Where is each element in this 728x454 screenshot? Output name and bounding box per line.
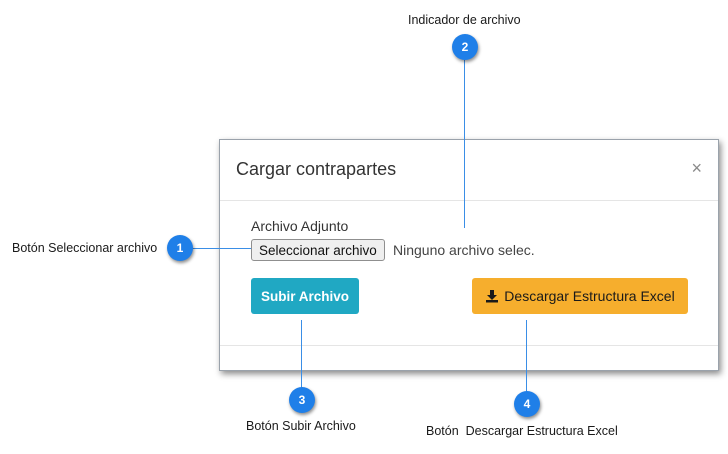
- header-divider: [220, 200, 718, 201]
- annotation-line-3: [301, 320, 302, 388]
- attachment-label: Archivo Adjunto: [251, 218, 349, 234]
- modal-title: Cargar contrapartes: [236, 159, 397, 179]
- annotation-line-1: [192, 248, 251, 249]
- annotation-badge-3: 3: [289, 387, 315, 413]
- annotation-badge-1: 1: [167, 235, 193, 261]
- annotation-label-2: Indicador de archivo: [408, 13, 521, 27]
- footer-divider: [220, 345, 718, 346]
- annotation-label-4: Botón Descargar Estructura Excel: [426, 424, 618, 438]
- annotation-badge-4: 4: [514, 391, 540, 417]
- annotation-badge-2: 2: [452, 34, 478, 60]
- file-indicator: Ninguno archivo selec.: [393, 242, 535, 258]
- annotation-line-2: [464, 60, 465, 228]
- select-file-button[interactable]: Seleccionar archivo: [251, 239, 385, 261]
- download-icon: [486, 290, 499, 303]
- close-button[interactable]: ×: [691, 158, 702, 178]
- upload-modal: Cargar contrapartes × Archivo Adjunto Se…: [219, 139, 719, 371]
- annotation-line-4: [526, 320, 527, 392]
- download-excel-button[interactable]: Descargar Estructura Excel: [472, 278, 688, 314]
- annotation-label-1: Botón Seleccionar archivo: [12, 241, 158, 255]
- download-excel-label: Descargar Estructura Excel: [504, 288, 675, 304]
- annotation-label-3: Botón Subir Archivo: [246, 419, 356, 433]
- upload-file-button[interactable]: Subir Archivo: [251, 278, 359, 314]
